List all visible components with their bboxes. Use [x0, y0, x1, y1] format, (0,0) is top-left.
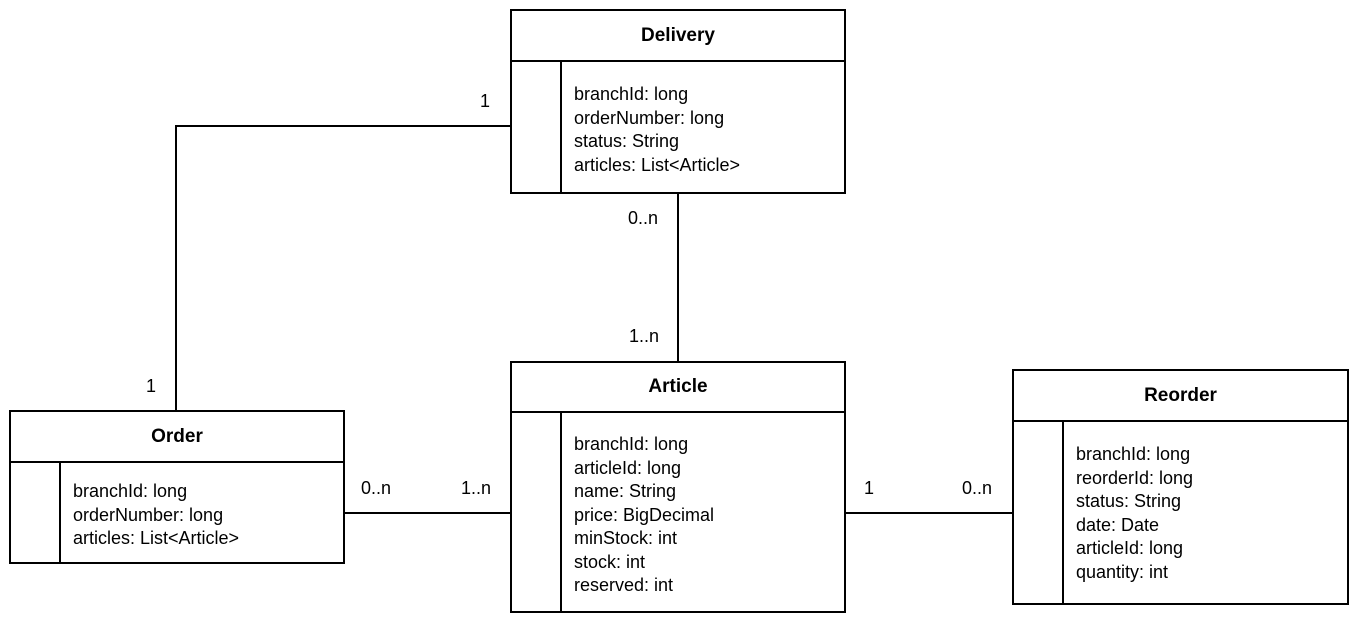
class-order-name: Order	[151, 425, 203, 447]
association-delivery-order	[175, 125, 511, 411]
class-order-body: branchId: long orderNumber: long article…	[11, 463, 343, 562]
attribute: reorderId: long	[1076, 467, 1194, 488]
multiplicity-article-reorder-reorder-end: 0..n	[962, 478, 993, 498]
class-reorder-name: Reorder	[1144, 384, 1217, 406]
multiplicity-delivery-article-article-end: 1..n	[629, 326, 660, 346]
class-order-attributes: branchId: long orderNumber: long article…	[73, 480, 239, 551]
class-delivery-header: Delivery	[512, 11, 844, 62]
attribute: branchId: long	[574, 434, 689, 454]
attribute: orderNumber: long	[574, 107, 725, 128]
multiplicity-delivery-order-order-end: 1	[146, 376, 157, 396]
attribute: minStock: int	[574, 528, 678, 548]
class-delivery-gutter	[560, 62, 562, 192]
multiplicity-delivery-article-delivery-end: 0..n	[628, 208, 659, 228]
class-article-gutter	[560, 413, 562, 611]
attribute: status: String	[1076, 491, 1182, 511]
attribute: branchId: long	[73, 481, 188, 501]
class-article[interactable]: Article branchId: long articleId: long n…	[510, 361, 846, 613]
class-order-header: Order	[11, 412, 343, 463]
class-delivery-name: Delivery	[641, 24, 715, 46]
class-article-attributes: branchId: long articleId: long name: Str…	[574, 433, 714, 598]
class-reorder[interactable]: Reorder branchId: long reorderId: long s…	[1012, 369, 1349, 605]
class-article-body: branchId: long articleId: long name: Str…	[512, 413, 844, 611]
attribute: branchId: long	[574, 84, 689, 104]
attribute: quantity: int	[1076, 561, 1169, 582]
attribute: reserved: int	[574, 575, 674, 595]
class-delivery-body: branchId: long orderNumber: long status:…	[512, 62, 844, 192]
attribute: stock: int	[574, 551, 646, 572]
class-order-gutter	[59, 463, 61, 562]
class-reorder-attributes: branchId: long reorderId: long status: S…	[1076, 443, 1193, 584]
attribute: date: Date	[1076, 514, 1160, 535]
multiplicity-delivery-order-delivery-end: 1	[480, 91, 491, 111]
attribute: name: String	[574, 481, 677, 501]
class-delivery-attributes: branchId: long orderNumber: long status:…	[574, 83, 740, 177]
attribute: articles: List<Article>	[574, 154, 741, 175]
multiplicity-article-reorder-article-end: 1	[864, 478, 875, 498]
class-article-header: Article	[512, 363, 844, 413]
attribute: price: BigDecimal	[574, 504, 715, 525]
multiplicity-order-article-order-end: 0..n	[361, 478, 392, 498]
class-reorder-body: branchId: long reorderId: long status: S…	[1014, 422, 1347, 603]
class-order[interactable]: Order branchId: long orderNumber: long a…	[9, 410, 345, 564]
attribute: orderNumber: long	[73, 504, 224, 525]
multiplicity-order-article-article-end: 1..n	[461, 478, 492, 498]
class-article-name: Article	[648, 376, 708, 397]
attribute: articles: List<Article>	[73, 528, 240, 548]
class-reorder-header: Reorder	[1014, 371, 1347, 422]
class-reorder-gutter	[1062, 422, 1064, 603]
class-delivery[interactable]: Delivery branchId: long orderNumber: lon…	[510, 9, 846, 194]
attribute: articleId: long	[574, 457, 682, 478]
attribute: branchId: long	[1076, 444, 1191, 464]
attribute: articleId: long	[1076, 538, 1184, 558]
attribute: status: String	[574, 131, 680, 151]
